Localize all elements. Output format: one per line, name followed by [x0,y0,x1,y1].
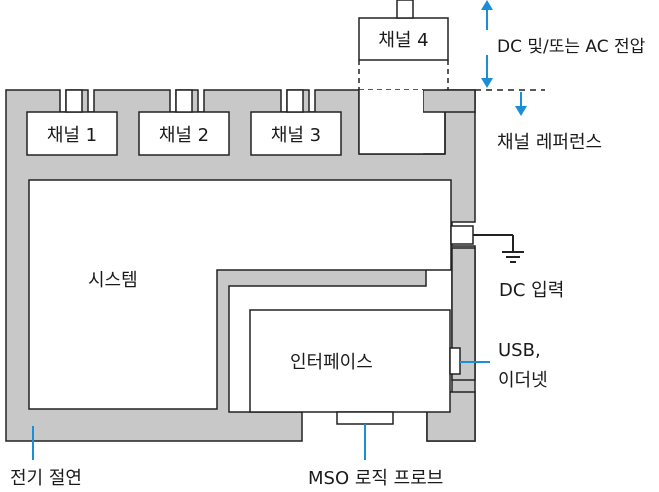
mso-logic-probe-label: MSO 로직 프로브 [308,468,444,489]
ch3-box [250,111,342,156]
interface-label: 인터페이스 [290,352,373,373]
channel-reference-label: 채널 레퍼런스 [497,132,603,153]
system-label: 시스템 [88,270,138,291]
ch1-connector [65,89,83,113]
ch1-box [26,111,118,156]
ch4-label: 채널 4 [378,30,429,51]
voltage-arrow-up-head [481,0,493,10]
ethernet-label: 이더넷 [498,370,548,391]
electrical-isolation-label: 전기 절연 [10,468,82,489]
ch2-connector [175,89,193,113]
ch4-connector [396,0,414,19]
isolation-right-middle [451,247,476,381]
ch2-box [138,111,230,156]
ch1-label: 채널 1 [46,124,98,146]
mso-connector [336,411,394,425]
dc-input-label: DC 입력 [499,280,565,301]
voltage-arrow-down-head [481,78,493,88]
dc-input-connector [450,225,474,245]
reference-arrow-head [515,106,527,116]
ch3-connector [286,89,304,113]
system-region [28,179,452,410]
usb-label: USB, [498,340,541,361]
ch2-label: 채널 2 [158,124,210,146]
dc-ac-voltage-label: DC 및/또는 AC 전압 [497,37,646,57]
ch4-column [359,90,423,154]
ch4-isolation-block [422,89,476,113]
usb-connector [449,347,461,375]
ch4-box [358,17,449,61]
ch3-label: 채널 3 [270,124,322,146]
